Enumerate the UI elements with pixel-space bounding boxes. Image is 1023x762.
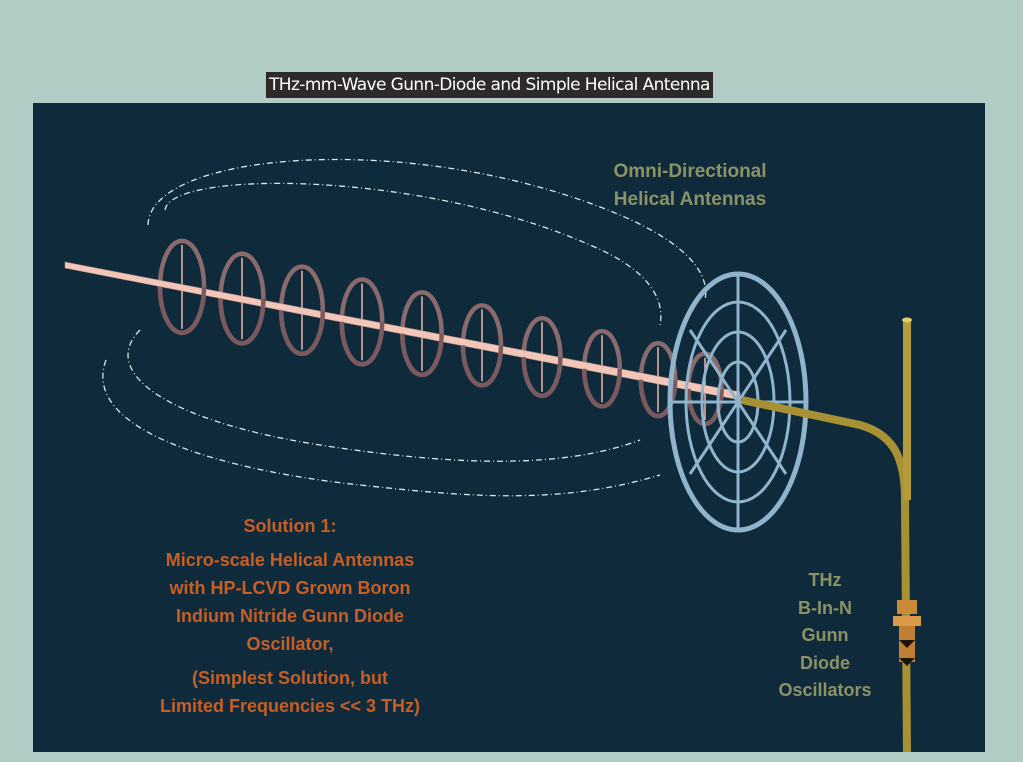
solution-note: Limited Frequencies << 3 THz) (159, 696, 421, 716)
solution-line: Oscillator, (246, 634, 334, 654)
solution-line: with HP-LCVD Grown Boron (169, 578, 411, 598)
helix-coils (157, 238, 724, 427)
helix-loop-front (278, 310, 326, 356)
illustration-panel (33, 103, 985, 752)
oscillator-line: Diode (799, 652, 850, 673)
helix-loop-front (638, 379, 678, 419)
helix-loop-front (218, 298, 266, 346)
helix-loop-front (339, 321, 385, 367)
oscillator-line: Oscillators (778, 680, 872, 700)
helix-coils-front (157, 286, 724, 427)
omni-directional-label: Omni-Directional Helical Antennas (580, 158, 800, 214)
oscillator-line: Gunn (801, 625, 849, 645)
omni-line-2: Helical Antennas (613, 189, 767, 210)
slide-title: THz-mm-Wave Gunn-Diode and Simple Helica… (266, 72, 713, 98)
solution-line: Micro-scale Helical Antennas (165, 550, 415, 570)
helix-loop-front (400, 333, 444, 377)
oscillator-line: B-In-N (798, 597, 852, 618)
solution-heading: Solution 1: (243, 516, 337, 536)
reflector-dish (667, 271, 809, 533)
oscillator-line: THz (808, 570, 842, 590)
solution-description: Solution 1: Micro-scale Helical Antennas… (125, 512, 455, 720)
solution-note: (Simplest Solution, but (192, 668, 388, 688)
omni-line-1: Omni-Directional (613, 161, 767, 182)
gunn-diode-rod (741, 317, 921, 753)
helix-loop-front (157, 286, 207, 336)
oscillator-label: THz B-In-N Gunn Diode Oscillators (760, 567, 890, 705)
solution-line: Indium Nitride Gunn Diode (176, 606, 404, 626)
radiation-pattern-lines (102, 158, 707, 497)
helix-loop-front (521, 357, 563, 399)
helix-loop-front (581, 368, 623, 409)
antenna-shaft (64, 261, 741, 401)
helix-loop-front (460, 345, 504, 388)
